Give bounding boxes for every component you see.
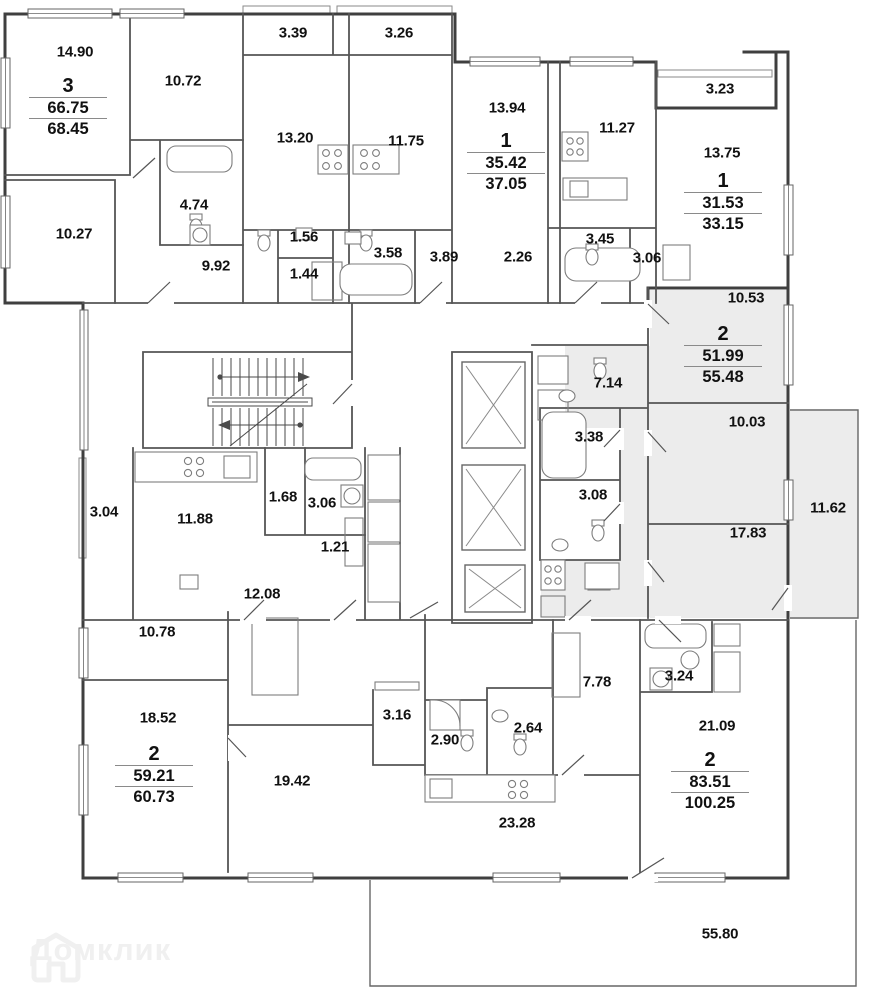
room-area-label: 3.39 — [278, 24, 308, 42]
room-area-label: 11.75 — [388, 132, 424, 150]
apartment-total-area: 55.48 — [702, 368, 744, 386]
room-area-label: 1.21 — [320, 538, 350, 556]
room-area-label: 3.45 — [585, 230, 615, 248]
room-area-label: 10.27 — [55, 225, 93, 243]
apartment-total-area: 60.73 — [133, 788, 175, 806]
apartment-rooms-count: 1 — [684, 171, 762, 193]
apartment-info: 3 66.75 68.45 — [29, 76, 107, 138]
apartment-total-area: 68.45 — [47, 120, 89, 138]
doors — [132, 157, 792, 882]
room-area-label: 7.14 — [593, 374, 623, 392]
domclick-logo-icon — [31, 932, 81, 983]
apartment-living-area: 83.51 — [671, 772, 749, 793]
room-area-label: 7.78 — [582, 673, 612, 691]
windows — [0, 8, 794, 883]
room-area-label: 3.06 — [632, 249, 662, 267]
shower-icon — [429, 699, 461, 731]
room-area-label: 14.90 — [56, 43, 94, 61]
room-area-label: 13.75 — [703, 144, 741, 162]
apartment-living-area: 35.42 — [467, 153, 545, 174]
apartment-total-area: 37.05 — [485, 175, 527, 193]
room-area-label: 4.74 — [179, 196, 209, 214]
apartment-rooms-count: 2 — [671, 750, 749, 772]
apartment-total-area: 33.15 — [702, 215, 744, 233]
room-area-label: 23.28 — [498, 814, 536, 832]
apartment-living-area: 66.75 — [29, 98, 107, 119]
room-area-label: 11.27 — [599, 119, 635, 137]
room-area-label: 10.03 — [728, 413, 766, 431]
apartment-total-area: 100.25 — [684, 794, 736, 812]
room-area-label: 1.44 — [289, 265, 319, 283]
watermark: Домклик — [30, 932, 171, 983]
room-area-label: 19.42 — [273, 772, 311, 790]
shaft-hatching — [251, 244, 741, 698]
room-area-label: 3.58 — [373, 244, 403, 262]
room-area-label: 3.89 — [429, 248, 459, 266]
room-area-label: 3.06 — [307, 494, 337, 512]
stove-icon — [134, 131, 628, 803]
room-area-label: 3.04 — [89, 503, 119, 521]
room-area-label: 3.23 — [705, 80, 735, 98]
room-area-label: 17.83 — [729, 524, 767, 542]
room-area-label: 18.52 — [139, 709, 177, 727]
terrace-outline — [369, 620, 857, 987]
toilet-icon — [189, 213, 607, 756]
apartment-info: 1 35.42 37.05 — [467, 131, 545, 193]
room-area-label: 10.78 — [138, 623, 176, 641]
room-area-label: 3.26 — [384, 24, 414, 42]
room-area-label: 11.88 — [177, 510, 213, 528]
room-area-label: 9.92 — [201, 257, 231, 275]
room-area-label: 2.26 — [503, 248, 533, 266]
room-area-label: 3.24 — [664, 667, 694, 685]
room-area-label: 21.09 — [698, 717, 736, 735]
room-area-label: 12.08 — [243, 585, 281, 603]
apartment-living-area: 31.53 — [684, 193, 762, 214]
apartment-living-area: 59.21 — [115, 766, 193, 787]
room-area-label: 1.56 — [289, 228, 319, 246]
elevator-icon — [461, 361, 526, 613]
room-area-label: 10.72 — [164, 72, 202, 90]
apartment-rooms-count: 2 — [115, 744, 193, 766]
apartment-rooms-count: 2 — [684, 324, 762, 346]
room-area-label: 2.64 — [513, 719, 543, 737]
room-area-label: 1.68 — [268, 488, 298, 506]
apartment-rooms-count: 1 — [467, 131, 545, 153]
apartment-info: 1 31.53 33.15 — [684, 171, 762, 233]
sink-icon — [295, 227, 700, 723]
apartment-living-area: 51.99 — [684, 346, 762, 367]
room-area-label: 11.62 — [810, 499, 846, 517]
room-area-label: 13.20 — [276, 129, 314, 147]
bathtub-icon — [166, 145, 707, 649]
stairs-icon — [207, 358, 313, 447]
room-area-label: 3.08 — [578, 486, 608, 504]
room-area-label: 3.16 — [382, 706, 412, 724]
apartment-info: 2 83.51 100.25 — [671, 750, 749, 812]
apartment-rooms-count: 3 — [29, 76, 107, 98]
room-area-label: 2.90 — [430, 731, 460, 749]
room-area-label: 10.53 — [727, 289, 765, 307]
apartment-info: 2 59.21 60.73 — [115, 744, 193, 806]
room-area-label: 55.80 — [701, 925, 739, 943]
room-area-label: 13.94 — [488, 99, 526, 117]
room-area-label: 3.38 — [574, 428, 604, 446]
apartment-info: 2 51.99 55.48 — [684, 324, 762, 386]
